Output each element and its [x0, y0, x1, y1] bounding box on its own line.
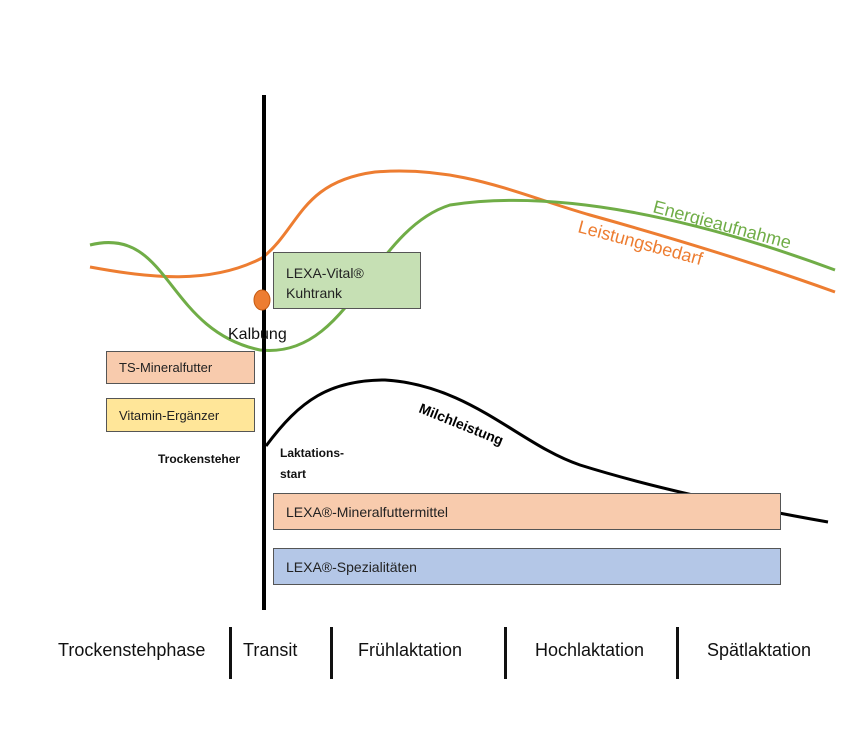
lactation-start-line2: start — [280, 467, 307, 481]
lactation-start-label: Laktations- start — [280, 443, 344, 485]
phase-divider — [229, 627, 232, 679]
phase-hochlaktation: Hochlaktation — [535, 640, 645, 660]
lactation-start-line1: Laktations- — [280, 446, 345, 460]
milk-label: Milchleistung — [417, 400, 506, 448]
calving-marker — [253, 289, 271, 311]
phase-trockenstehphase: Trockenstehphase — [58, 640, 206, 660]
lexa-spezial-box: LEXA®-Spezialitäten — [273, 548, 781, 585]
demand-curve — [89, 169, 836, 294]
phase-divider — [504, 627, 507, 679]
lexa-vital-box: LEXA-Vital® Kuhtrank — [273, 252, 421, 309]
calving-label: Kalbung — [228, 326, 287, 343]
lexa-mineral-box: LEXA®-Mineralfuttermittel — [273, 493, 781, 530]
vital-line2: Kuhtrank — [286, 285, 343, 301]
dry-cow-label: Trockensteher — [158, 452, 241, 466]
phase-transit: Transit — [243, 640, 298, 660]
phase-fruehlaktation: Frühlaktation — [358, 640, 463, 660]
phase-divider — [676, 627, 679, 679]
phase-spaetlaktation: Spätlaktation — [707, 640, 812, 660]
vitamin-box: Vitamin-Ergänzer — [106, 398, 255, 432]
vital-line1: LEXA-Vital® — [286, 265, 364, 281]
phase-divider — [330, 627, 333, 679]
ts-mineral-box: TS-Mineralfutter — [106, 351, 255, 384]
